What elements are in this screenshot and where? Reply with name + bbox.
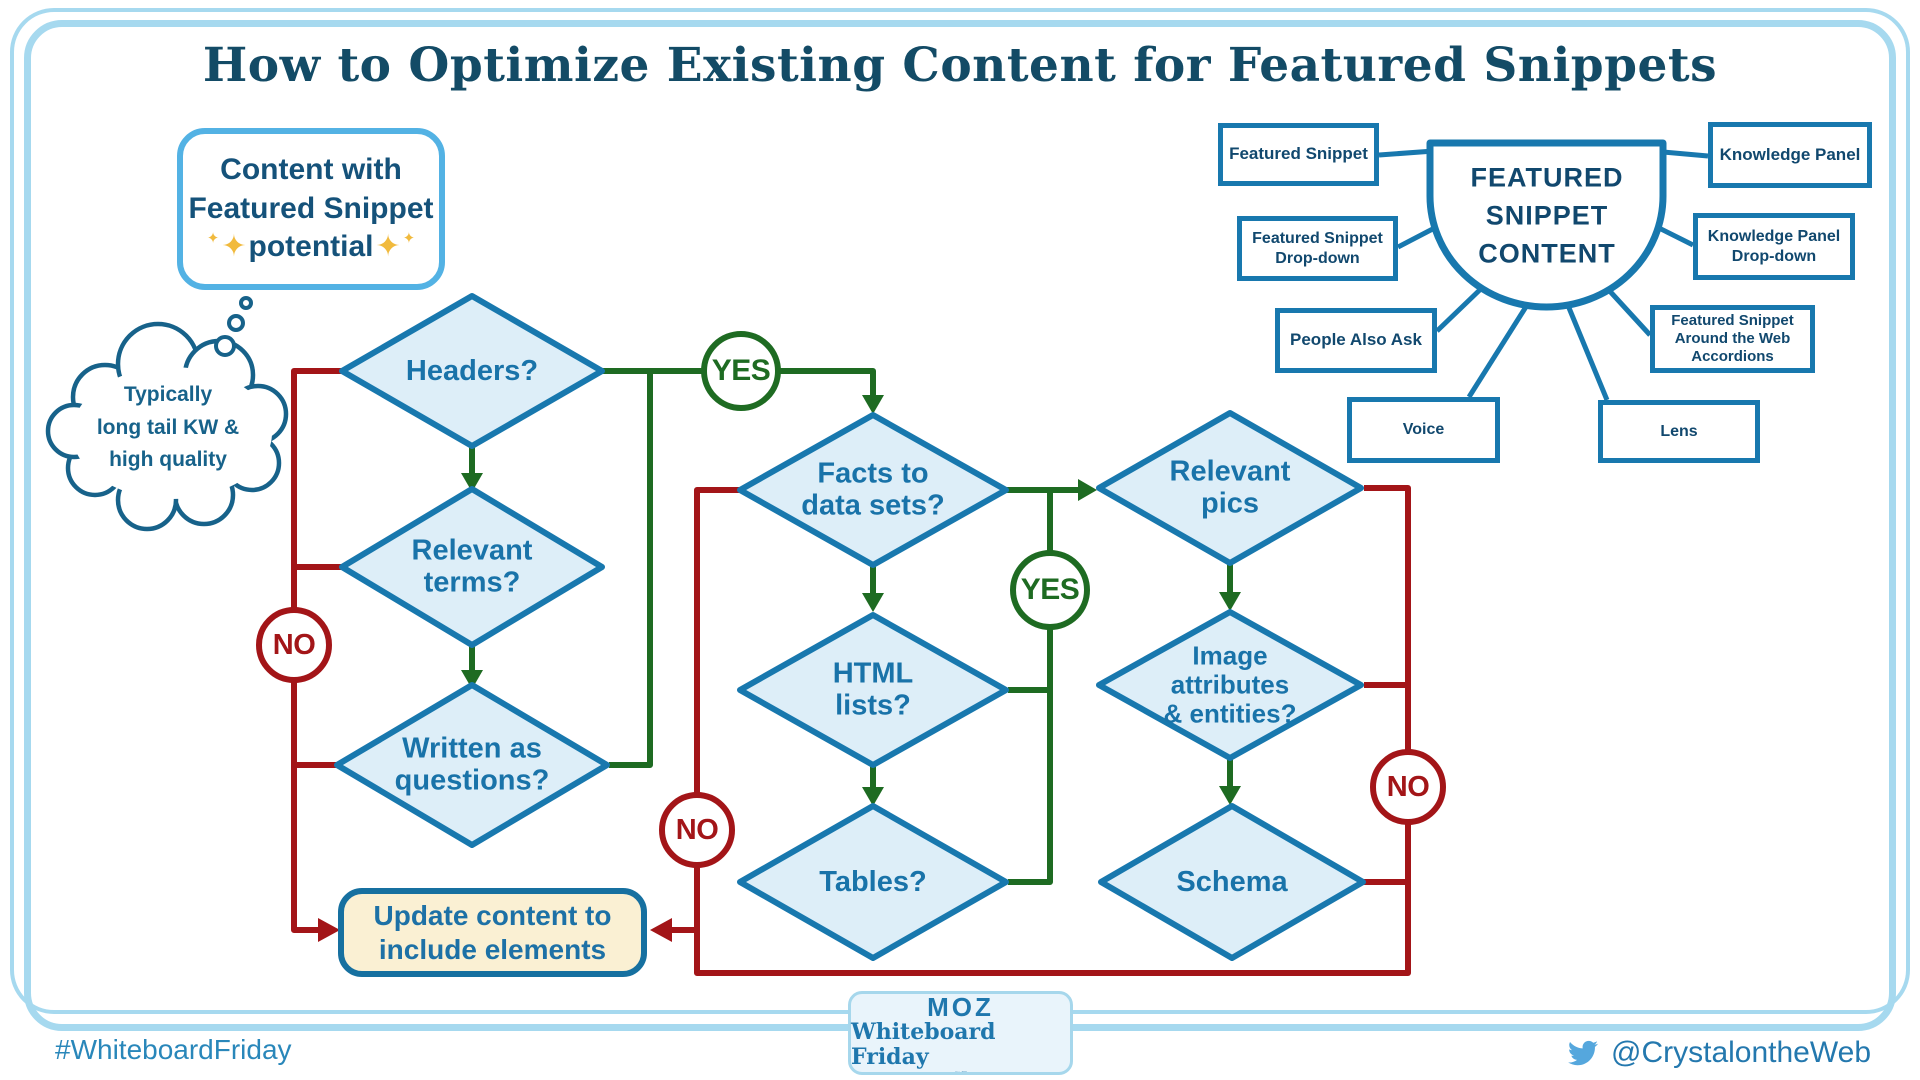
- sparkle-icon: ✦: [375, 230, 401, 264]
- decision-diamond-facts-to-data-sets: [737, 412, 1009, 568]
- social-handle: @CrystalontheWeb: [1565, 1036, 1871, 1070]
- mindmap-center-label: FEATURED SNIPPET CONTENT: [1470, 162, 1624, 268]
- whiteboard-friday-label: Whiteboard Friday: [851, 1019, 996, 1071]
- mindmap-box-featured-snippet-dropdown: Featured Snippet Drop-down: [1237, 216, 1398, 281]
- moz-whiteboard-friday-badge: MOZ Whiteboard Friday: [848, 991, 1073, 1075]
- cloud-annotation: Typically long tail KW & high quality: [96, 383, 240, 472]
- decision-diamond-relevant-terms: [339, 486, 605, 648]
- decision-label-relevant-pics: Relevant pics: [1169, 455, 1291, 520]
- mindmap-box-lens: Lens: [1598, 400, 1760, 463]
- decision-label-image-attributes: Image attributes & entities?: [1163, 640, 1297, 729]
- twitter-handle-text: @CrystalontheWeb: [1611, 1036, 1872, 1069]
- update-content-box: Update content to include elements: [338, 888, 647, 977]
- marker-squiggle-icon: [954, 1070, 967, 1072]
- yes-badge-1: YES: [701, 331, 781, 411]
- mindmap-box-knowledge-panel-dropdown: Knowledge Panel Drop-down: [1693, 213, 1855, 280]
- decision-label-html-lists: HTML lists?: [832, 657, 914, 722]
- sparkle-icon: ✦: [206, 229, 220, 247]
- no-badge-1: NO: [256, 607, 332, 683]
- update-content-emphasis: include: [378, 933, 477, 965]
- yes-path-arrowheads: [461, 395, 1241, 806]
- twitter-icon: [1568, 1040, 1599, 1066]
- update-content-rest: elements: [476, 933, 607, 965]
- decision-label-tables: Tables?: [819, 865, 927, 898]
- decision-label-headers: Headers?: [405, 354, 539, 387]
- sparkle-icon: ✦: [402, 229, 416, 247]
- page-title: How to Optimize Existing Content for Fea…: [202, 38, 1718, 93]
- decision-diamond-relevant-pics: [1096, 410, 1364, 566]
- mindmap-center-bowl: [1426, 139, 1667, 311]
- decision-diamond-schema: [1098, 803, 1366, 961]
- no-badge-2: NO: [659, 792, 735, 868]
- mindmap-box-people-also-ask: People Also Ask: [1275, 308, 1437, 373]
- decision-diamond-headers: [339, 293, 605, 449]
- no-path-arrowheads: [318, 918, 672, 942]
- mindmap-box-around-the-web-accordions: Featured Snippet Around the Web Accordio…: [1650, 305, 1815, 373]
- start-note-line2: Featured Snippet: [188, 191, 434, 225]
- yes-badge-2: YES: [1010, 550, 1090, 630]
- update-content-line1: Update content to: [373, 899, 612, 931]
- decision-diamond-html-lists: [737, 612, 1009, 768]
- decision-diamond-image-attributes: [1096, 609, 1364, 761]
- start-note-line1: Content with: [220, 153, 402, 187]
- decision-label-written-as-questions: Written as questions?: [394, 732, 550, 797]
- mindmap-box-featured-snippet: Featured Snippet: [1218, 123, 1379, 186]
- mindmap-box-knowledge-panel: Knowledge Panel: [1708, 122, 1872, 188]
- hashtag-text: #WhiteboardFriday: [55, 1034, 292, 1065]
- update-content-line2: include elements: [379, 933, 606, 967]
- decision-label-schema: Schema: [1176, 865, 1288, 898]
- thought-bubble-dots: [214, 296, 253, 357]
- start-note-line3: ✦✦potential✦✦: [207, 228, 415, 266]
- decision-label-facts-to-data-sets: Facts to data sets?: [801, 457, 945, 522]
- start-note-word: potential: [248, 230, 374, 264]
- decision-diamond-tables: [737, 803, 1009, 961]
- no-badge-3: NO: [1370, 749, 1446, 825]
- moz-logo: MOZ: [927, 992, 994, 1022]
- sparkle-icon: ✦: [221, 230, 247, 264]
- decision-label-relevant-terms: Relevant terms?: [411, 534, 533, 599]
- start-note-box: Content with Featured Snippet ✦✦potentia…: [177, 128, 445, 290]
- decision-diamond-written-as-questions: [334, 682, 610, 848]
- mindmap-box-voice: Voice: [1347, 397, 1500, 463]
